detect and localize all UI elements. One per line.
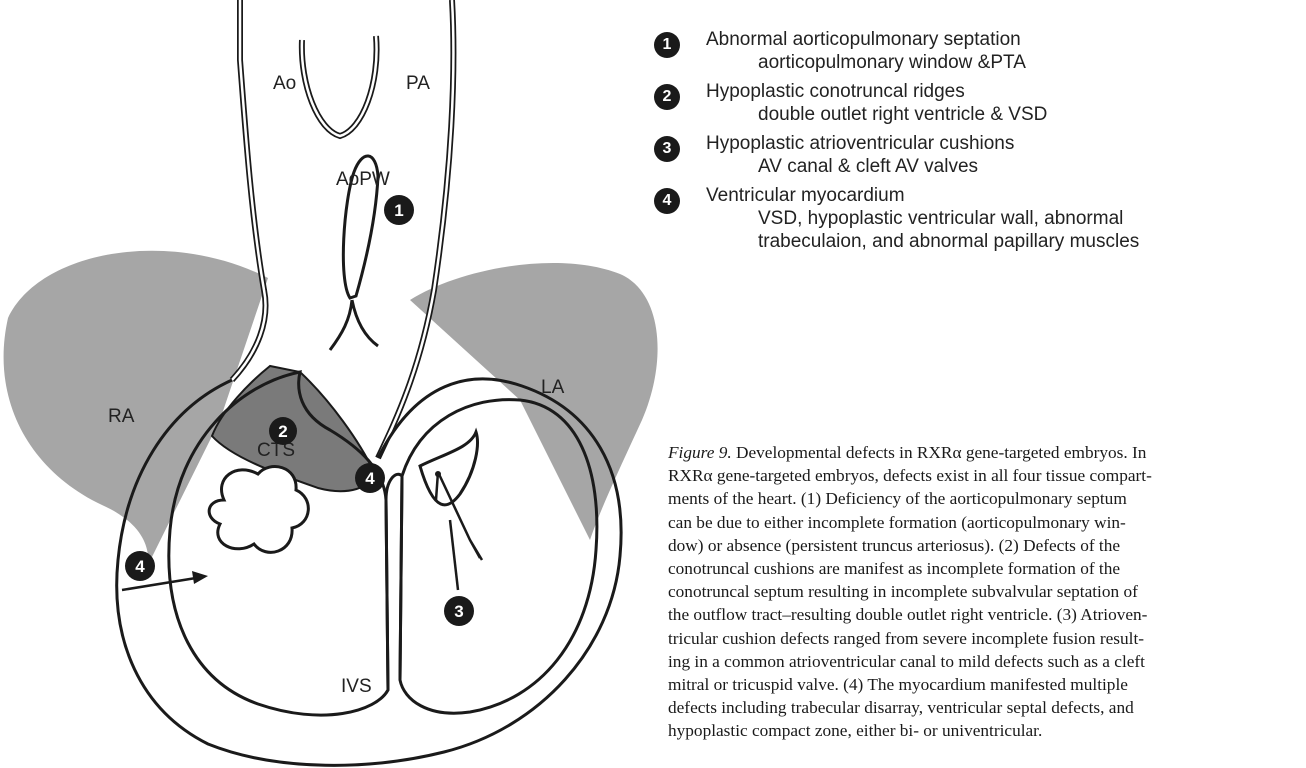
figure-caption: Figure 9. Developmental defects in RXRα … — [668, 441, 1306, 743]
marker-3-text: 3 — [454, 602, 463, 621]
legend-badge-1: 1 — [654, 32, 680, 58]
caption-line-3: ments of the heart. (1) Deficiency of th… — [668, 487, 1306, 510]
legend-badge-4: 4 — [654, 188, 680, 214]
caption-line-2: RXRα gene-targeted embryos, defects exis… — [668, 464, 1306, 487]
ao-pa-fork — [302, 36, 377, 136]
legend: 1 Abnormal aorticopulmonary septation ao… — [650, 28, 1306, 259]
caption-line-9: tricular cushion defects ranged from sev… — [668, 627, 1306, 650]
chordae-node — [435, 471, 441, 477]
marker-2-text: 2 — [278, 422, 287, 441]
legend-title-1: Abnormal aorticopulmonary septation — [706, 28, 1306, 51]
legend-title-4: Ventricular myocardium — [706, 184, 1306, 207]
heart-diagram: Ao PA AoPW RA LA CTS IVS 1 2 4 4 3 — [0, 0, 660, 768]
caption-line-5: dow) or absence (persistent truncus arte… — [668, 534, 1306, 557]
legend-title-2: Hypoplastic conotruncal ridges — [706, 80, 1306, 103]
caption-line-6: conotruncal cushions are manifest as inc… — [668, 557, 1306, 580]
caption-figure-label: Figure 9. — [668, 443, 732, 462]
cushion-pointer — [450, 520, 458, 590]
legend-item-4: 4 Ventricular myocardium VSD, hypoplasti… — [650, 184, 1306, 253]
wall-arrow-shaft — [122, 578, 196, 590]
caption-line-1-text: Developmental defects in RXRα gene-targe… — [736, 443, 1146, 462]
caption-line-1: Figure 9. Developmental defects in RXRα … — [668, 441, 1306, 464]
caption-line-8: the outflow tract–resulting double outle… — [668, 603, 1306, 626]
caption-line-12: defects including trabecular disarray, v… — [668, 696, 1306, 719]
legend-title-3: Hypoplastic atrioventricular cushions — [706, 132, 1306, 155]
legend-detail-4: VSD, hypoplastic ventricular wall, abnor… — [706, 207, 1306, 230]
wall-arrow-head — [192, 571, 208, 584]
ap-septum-foot — [330, 300, 378, 350]
legend-item-1: 1 Abnormal aorticopulmonary septation ao… — [650, 28, 1306, 74]
legend-item-2: 2 Hypoplastic conotruncal ridges double … — [650, 80, 1306, 126]
legend-badge-2: 2 — [654, 84, 680, 110]
label-la: LA — [541, 377, 565, 398]
label-pa: PA — [406, 73, 430, 94]
ao-pa-fork-inner — [302, 36, 377, 136]
legend-badge-3: 3 — [654, 136, 680, 162]
legend-detail-4b: trabeculaion, and abnormal papillary mus… — [706, 230, 1306, 253]
marker-4a-text: 4 — [365, 469, 375, 488]
label-ao: Ao — [273, 73, 296, 94]
legend-detail-2: double outlet right ventricle & VSD — [706, 103, 1306, 126]
marker-1-text: 1 — [394, 201, 403, 220]
caption-line-10: ing in a common atrioventricular canal t… — [668, 650, 1306, 673]
marker-4b-text: 4 — [135, 557, 145, 576]
label-aopw: AoPW — [336, 169, 390, 190]
caption-line-11: mitral or tricuspid valve. (4) The myoca… — [668, 673, 1306, 696]
trabecular-blob — [209, 467, 308, 553]
label-ivs: IVS — [341, 676, 372, 697]
label-ra: RA — [108, 406, 135, 427]
caption-line-4: can be due to either incomplete formatio… — [668, 511, 1306, 534]
legend-detail-3: AV canal & cleft AV valves — [706, 155, 1306, 178]
legend-detail-1: aorticopulmonary window &PTA — [706, 51, 1306, 74]
caption-line-13: hypoplastic compact zone, either bi- or … — [668, 719, 1306, 742]
interventricular-septum — [386, 474, 402, 690]
legend-item-3: 3 Hypoplastic atrioventricular cushions … — [650, 132, 1306, 178]
caption-line-7: conotruncal septum resulting in incomple… — [668, 580, 1306, 603]
